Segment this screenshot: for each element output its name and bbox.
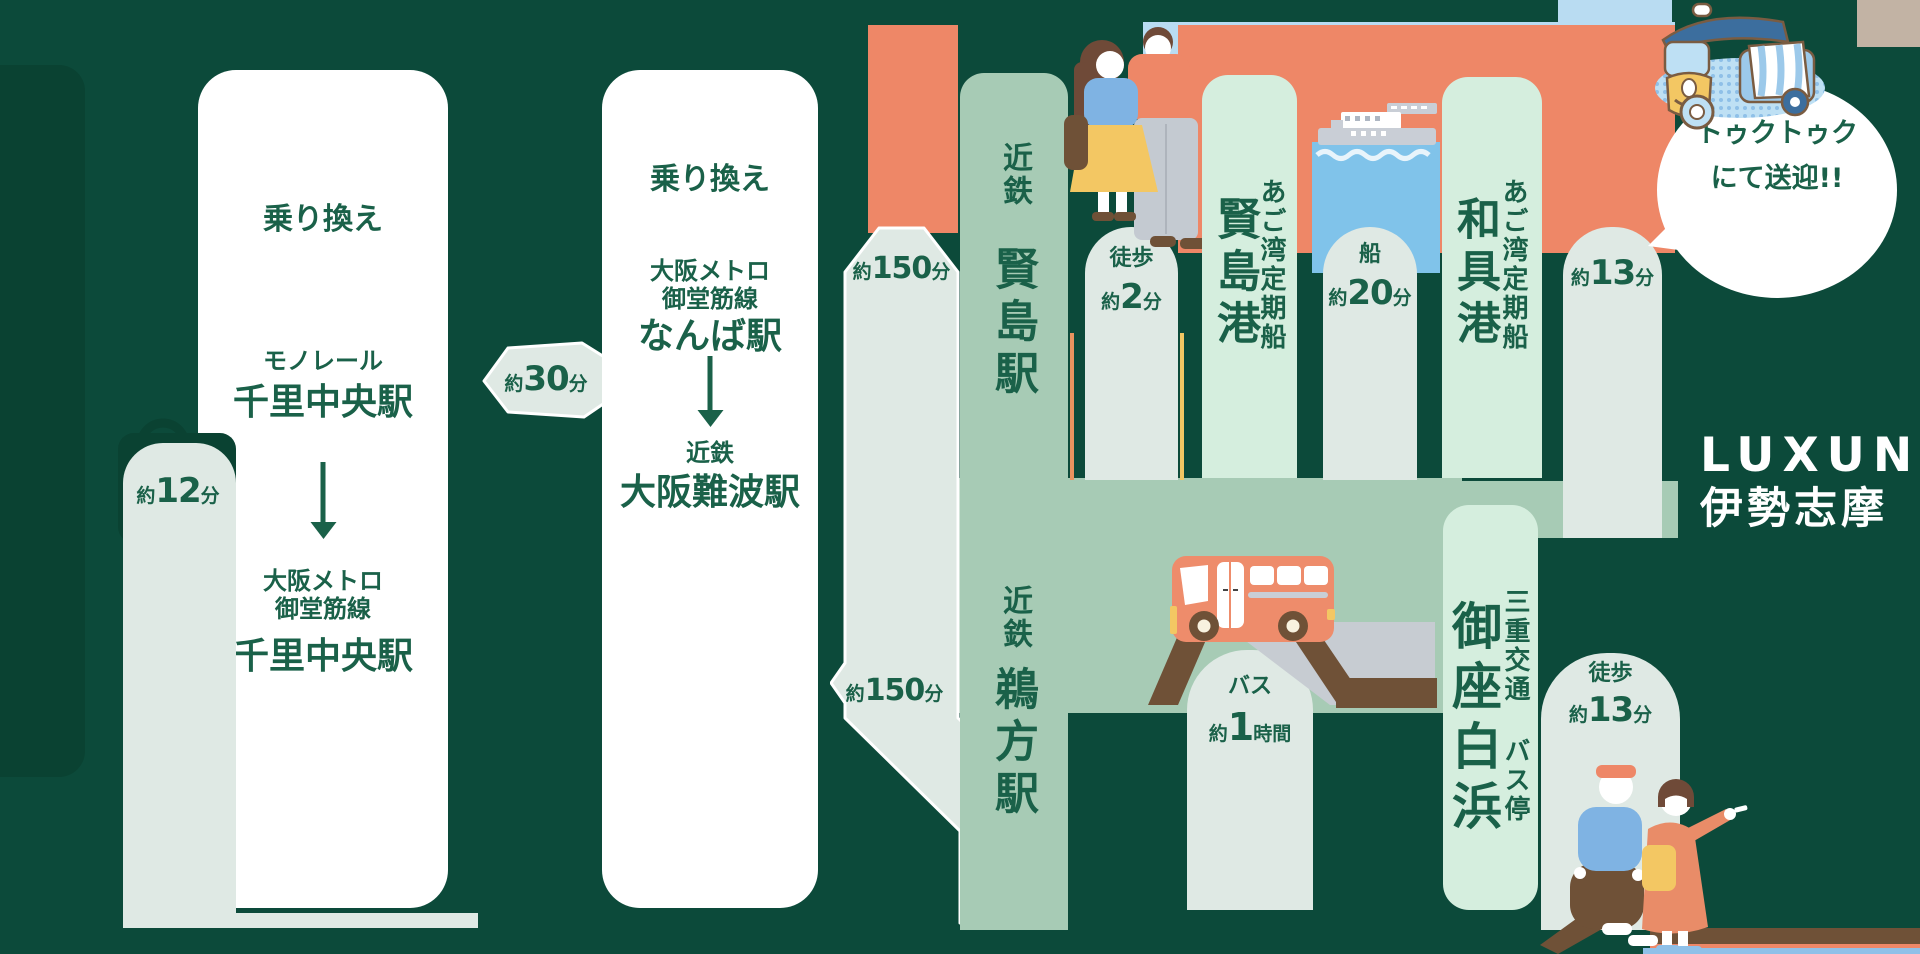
agowan-ferry-line: あご湾定期船 — [1256, 178, 1286, 352]
from-station: なんば駅 — [637, 316, 782, 357]
to-line1: 大阪メトロ — [263, 567, 383, 595]
hop-150min-shape — [830, 226, 975, 925]
bubble-line1: トゥクトゥク — [1696, 118, 1858, 149]
hop-ship20-column — [1323, 227, 1417, 480]
salmon-backdrop-left — [868, 25, 958, 233]
destination-brand: LUXUNA — [1700, 428, 1920, 483]
from-line1: 大阪メトロ — [650, 257, 770, 285]
hop-12min-column — [123, 443, 236, 913]
destination-area: 伊勢志摩 — [1700, 484, 1888, 534]
tuktuk-illustration — [1655, 2, 1825, 130]
transfer-card-namba: 乗り換え 大阪メトロ 御堂筋線 なんば駅 近鉄 大阪難波駅 — [602, 70, 818, 908]
kintetsu-company-bottom: 近鉄 — [997, 585, 1032, 651]
hop-ship20-mode: 船 — [1358, 242, 1381, 267]
from-line2: 御堂筋線 — [662, 285, 758, 313]
goza-shirahama-column — [1443, 505, 1538, 910]
mie-kotsu-busstop-line: 三重交通 バス停 — [1500, 588, 1530, 824]
hop-walk2-column — [1085, 227, 1178, 480]
bubble-line2: にて送迎!! — [1710, 163, 1844, 194]
transfer-card-senri: 乗り換え モノレール 千里中央駅 大阪メトロ 御堂筋線 千里中央駅 — [198, 70, 448, 908]
from-station: 千里中央駅 — [232, 382, 413, 423]
to-station: 千里中央駅 — [232, 636, 413, 677]
transfer-title: 乗り換え — [650, 162, 770, 197]
kintetsu-station-column — [960, 73, 1068, 930]
illustration-sliver-yellow — [1180, 333, 1184, 480]
transfer-title: 乗り換え — [263, 202, 383, 237]
from-line: モノレール — [263, 347, 383, 375]
wagu-port-column — [1442, 77, 1542, 478]
speech-bubble — [1648, 82, 1897, 298]
hop-bus1h-column — [1187, 650, 1313, 910]
agowan-ferry-line: あご湾定期船 — [1498, 178, 1528, 352]
travelers-couple-illustration — [1064, 27, 1208, 249]
down-arrow — [320, 462, 326, 524]
hop-13min-column — [1563, 227, 1662, 538]
kashikojima-port-column — [1202, 75, 1297, 478]
pointing-couple-illustration — [1540, 765, 1920, 954]
to-line: 近鉄 — [686, 439, 734, 467]
hop-walk13-mode: 徒歩 — [1588, 661, 1633, 686]
station-ugata: 鵜方駅 — [987, 666, 1038, 822]
illustration-sliver-orange — [1070, 333, 1074, 480]
to-station: 大阪難波駅 — [619, 472, 800, 513]
port-wagu: 和具港 — [1449, 196, 1500, 352]
bus-illustration — [1148, 556, 1437, 708]
busstop-goza-shirahama: 御座白浜 — [1444, 600, 1502, 840]
station-kashikojima: 賢島駅 — [987, 246, 1038, 402]
origin-column — [0, 65, 85, 777]
hop-walk2-mode: 徒歩 — [1109, 246, 1154, 271]
hop-bus1h-mode: バス — [1227, 674, 1272, 699]
kintetsu-company-top: 近鉄 — [997, 142, 1032, 208]
down-arrow — [707, 356, 713, 412]
hop-12min-bar — [123, 913, 478, 928]
port-kashikojima: 賢島港 — [1209, 196, 1260, 352]
tan-corner — [1857, 0, 1920, 47]
to-line2: 御堂筋線 — [275, 595, 371, 623]
